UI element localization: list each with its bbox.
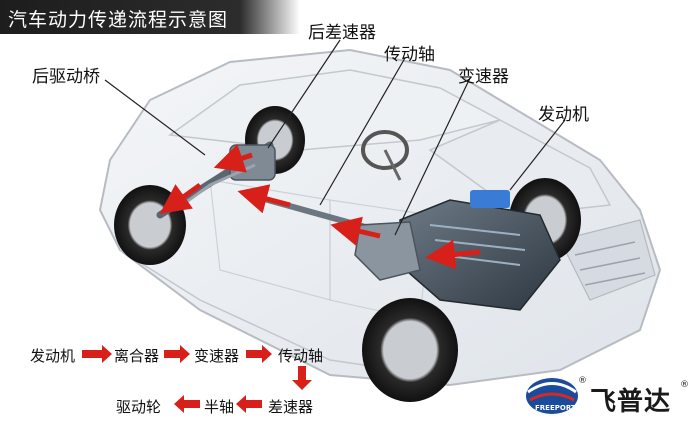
flow-arrow-3 [246,345,272,363]
arrow-transmission [330,216,381,246]
arrow-engine [425,239,481,270]
flow-halfshaft: 半轴 [204,398,235,416]
page-title: 汽车动力传递流程示意图 [8,9,229,31]
brand-name: 飞普达 [590,387,672,417]
flow-arrow-down [292,366,312,390]
brand-logo: FREEPORT [526,378,578,414]
flow-driveshaft: 传动轴 [278,347,324,365]
callout-lines [104,39,566,236]
engine-block [399,190,561,311]
power-flow-arrows [159,144,481,270]
rear-left-wheel [114,185,186,265]
flow-gearbox: 变速器 [194,347,240,365]
flow-arrow-2 [164,345,190,363]
front-left-wheel [362,298,458,402]
flow-arrow-5 [174,395,200,413]
steering-wheel [361,130,409,181]
title-bar: 汽车动力传递流程示意图 [0,0,300,34]
label-transmission: 变速器 [458,67,509,87]
flow-arrow-4 [236,395,262,413]
flow-differential: 差速器 [268,398,314,416]
logo-text: FREEPORT [535,404,576,412]
label-drive-shaft: 传动轴 [384,45,435,65]
label-rear-differential: 后差速器 [308,23,376,43]
flow-arrows [82,345,312,413]
arrow-rear-diff [213,144,253,173]
flow-engine: 发动机 [30,347,76,365]
label-engine: 发动机 [538,105,589,125]
registered-mark-name: ® [680,380,689,390]
arrow-shaft [237,184,291,214]
flow-clutch: 离合器 [114,347,160,365]
arrow-rear-axle [159,182,202,214]
flow-arrow-1 [82,345,112,363]
registered-mark-logo: ® [578,376,587,386]
label-rear-axle: 后驱动桥 [32,67,100,87]
flow-wheel: 驱动轮 [116,398,162,416]
